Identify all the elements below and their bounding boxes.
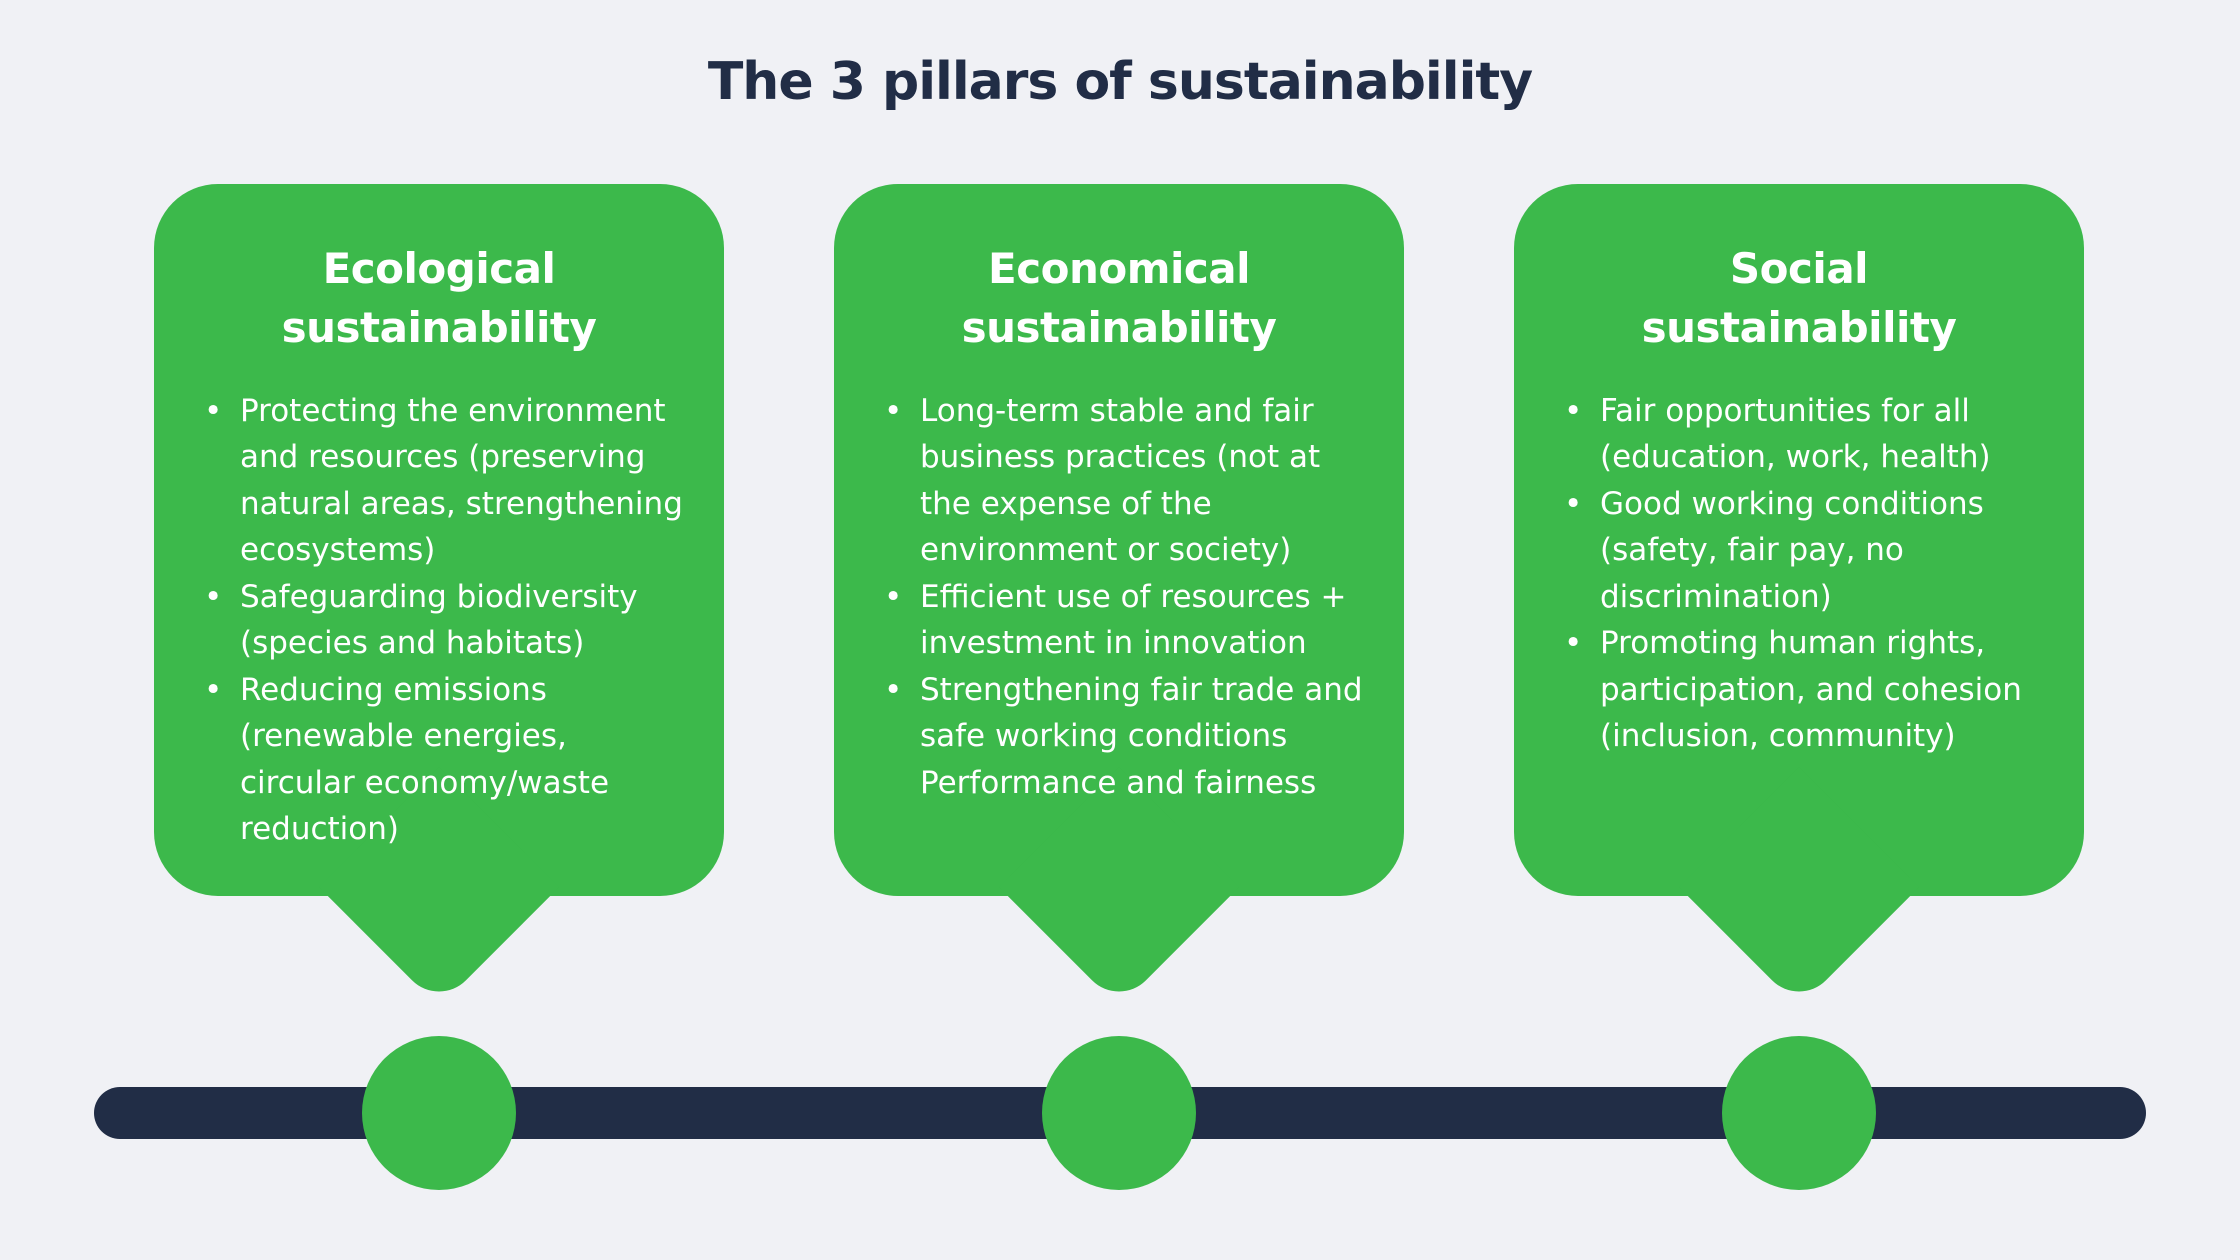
timeline-node-ecological	[362, 1036, 516, 1190]
card-heading-line2: sustainability	[281, 302, 597, 352]
bullet-item: Efficient use of resources + investment …	[884, 574, 1368, 667]
card-heading-line1: Social	[1729, 244, 1869, 293]
card-bullet-list-ecological: Protecting the environment and resources…	[154, 388, 724, 853]
bullet-item: Reducing emissions (renewable energies, …	[204, 667, 688, 853]
pillar-card-economical: Economical sustainability Long-term stab…	[834, 184, 1404, 1008]
card-bullet-list-social: Fair opportunities for all (education, w…	[1514, 388, 2084, 760]
card-heading-economical: Economical sustainability	[834, 184, 1404, 358]
card-heading-ecological: Ecological sustainability	[154, 184, 724, 358]
pillar-card-ecological: Ecological sustainability Protecting the…	[154, 184, 724, 1008]
card-heading-social: Social sustainability	[1514, 184, 2084, 358]
bullet-item: Good working conditions (safety, fair pa…	[1564, 481, 2048, 621]
bullet-item: Safeguarding biodiversity (species and h…	[204, 574, 688, 667]
card-heading-line1: Ecological	[322, 244, 556, 293]
card-tail-social	[1678, 766, 1920, 1008]
bullet-item: Long-term stable and fair business pract…	[884, 388, 1368, 574]
page-title: The 3 pillars of sustainability	[707, 52, 1533, 112]
bullet-item: Protecting the environment and resources…	[204, 388, 688, 574]
card-bullet-list-economical: Long-term stable and fair business pract…	[834, 388, 1404, 807]
bullet-item: Fair opportunities for all (education, w…	[1564, 388, 2048, 481]
bullet-item: Strengthening fair trade and safe workin…	[884, 667, 1368, 807]
card-heading-line2: sustainability	[1641, 302, 1957, 352]
timeline-node-social	[1722, 1036, 1876, 1190]
card-heading-line1: Economical	[988, 244, 1251, 293]
pillar-card-social: Social sustainability Fair opportunities…	[1514, 184, 2084, 1008]
timeline-node-economical	[1042, 1036, 1196, 1190]
card-heading-line2: sustainability	[961, 302, 1277, 352]
bullet-item: Promoting human rights, participation, a…	[1564, 620, 2048, 760]
